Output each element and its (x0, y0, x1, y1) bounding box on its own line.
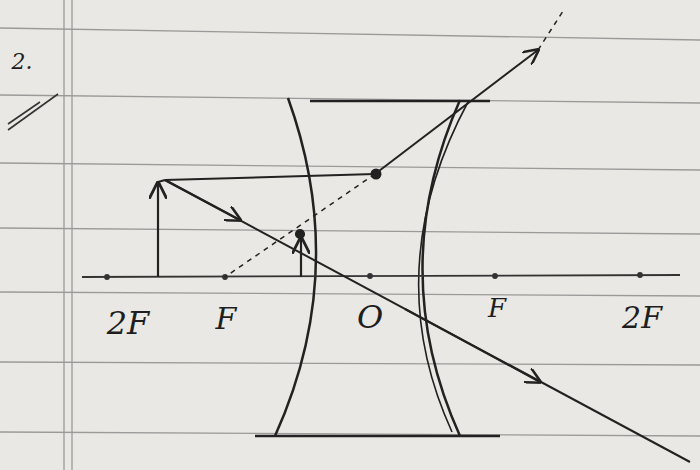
point-label: O (357, 301, 383, 333)
point-label: 2F (622, 303, 662, 333)
margin-mark (8, 94, 58, 130)
point-label: F (488, 295, 506, 321)
point-label: 2F (107, 307, 150, 339)
image-arrow (296, 230, 304, 277)
principal-axis (82, 273, 680, 279)
object-arrow (158, 180, 165, 277)
question-number: 2. (12, 51, 33, 73)
light-rays (165, 8, 690, 462)
point-label: F (216, 304, 237, 334)
concave-lens (255, 98, 500, 436)
